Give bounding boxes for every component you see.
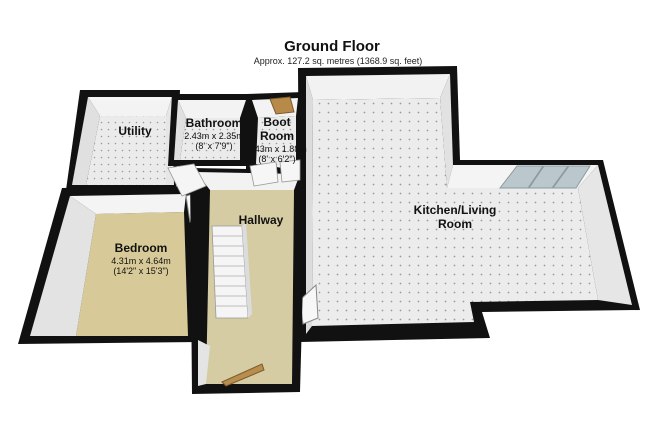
bathroom-name: Bathroom (185, 116, 243, 130)
kitchen-wall-face (306, 74, 450, 100)
boot-room-door (269, 96, 295, 115)
kitchen-window (528, 165, 569, 189)
bathroom-wall-face (178, 100, 246, 118)
kitchen-wall-face (440, 74, 453, 188)
kitchen-floor (312, 98, 598, 326)
bathroom-imperial: (8' x 7'9") (195, 141, 233, 152)
bedroom-metric: 4.31m x 4.64m (111, 255, 171, 266)
kitchen-living-room (298, 66, 640, 342)
boot-room-floor (256, 116, 296, 170)
utility-wall-face (72, 97, 100, 185)
kitchen-wall-face (578, 165, 632, 305)
bedroom-name: Bedroom (114, 241, 168, 255)
floor-area: Approx. 127.2 sq. metres (1368.9 sq. fee… (253, 56, 423, 66)
bathroom-label: Bathroom 2.43m x 2.35m (8' x 7'9") (174, 116, 254, 152)
bathroom-wall-face (174, 100, 186, 160)
kitchen-window (498, 165, 544, 189)
floor-title: Ground Floor (284, 38, 380, 55)
staircase (211, 222, 252, 319)
bathroom (168, 94, 252, 166)
bathroom-floor (180, 118, 240, 160)
boot-room (246, 92, 304, 180)
hallway-wall-face (198, 340, 210, 386)
boot-room-imperial: (8' x 6'2") (258, 153, 296, 164)
hallway-door (249, 161, 279, 187)
front-door (221, 363, 265, 387)
utility-room (66, 90, 180, 190)
utility-name: Utility (118, 124, 152, 138)
hallway (167, 159, 306, 394)
bedroom-imperial: (14'2" x 15'3") (113, 266, 169, 277)
kitchen-name-1: Kitchen/Living (413, 203, 497, 217)
hallway-door (279, 159, 301, 183)
kitchen-name-2: Room (438, 216, 472, 231)
boot-room-name-2: Room (260, 128, 294, 143)
hallway-name: Hallway (238, 213, 284, 227)
utility-floor (86, 116, 166, 185)
bathroom-metric: 2.43m x 2.35m (184, 130, 244, 141)
bedroom-label: Bedroom 4.31m x 4.64m (14'2" x 15'3") (96, 241, 186, 277)
kitchen-label: Kitchen/Living Room (400, 203, 510, 232)
kitchen-window (552, 165, 591, 189)
hallway-wall-face (167, 163, 207, 197)
boot-room-name-1: Boot (263, 115, 291, 129)
bedroom-floor (76, 212, 188, 336)
utility-wall-face (88, 97, 172, 116)
utility-label: Utility (100, 124, 170, 139)
boot-room-metric: 2.43m x 1.88m (247, 143, 307, 154)
bedroom-wall-face (70, 194, 186, 214)
bedroom-wall-face (30, 196, 96, 336)
floorplan-header: Ground Floor Approx. 127.2 sq. metres (1… (0, 38, 668, 66)
hallway-label: Hallway (226, 213, 296, 228)
boot-room-label: Boot Room 2.43m x 1.88m (8' x 6'2") (242, 115, 312, 164)
kitchen-wall-face (306, 76, 313, 334)
